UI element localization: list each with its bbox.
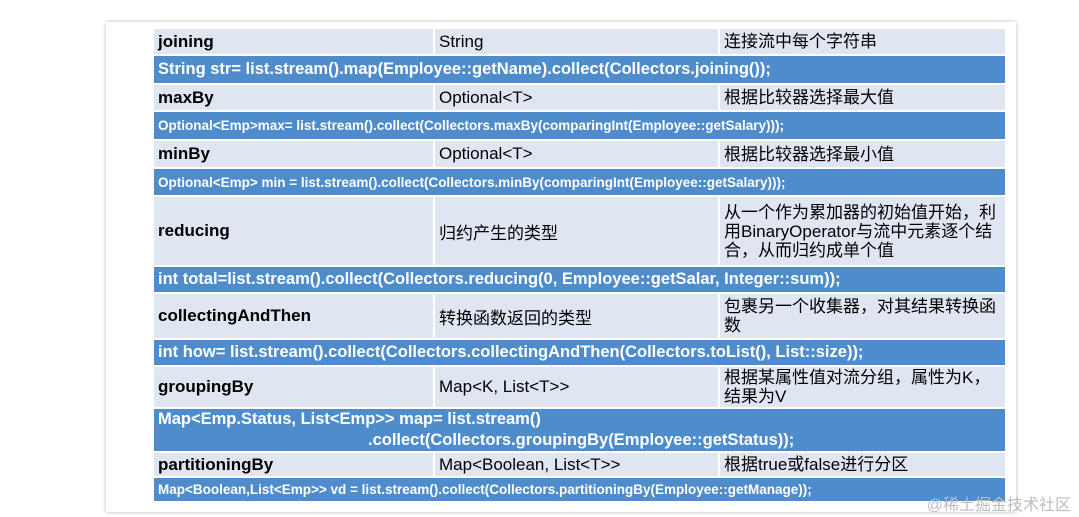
return-type: Optional<T> bbox=[434, 139, 720, 168]
code-line-2: .collect(Collectors.groupingBy(Employee:… bbox=[368, 431, 795, 449]
method-name: collectingAndThen bbox=[154, 292, 435, 339]
code-row: String str= list.stream().map(Employee::… bbox=[154, 54, 1005, 84]
method-name: joining bbox=[154, 27, 435, 55]
collectors-table: joining String 连接流中每个字符串 String str= lis… bbox=[154, 27, 1005, 501]
code-example: Optional<Emp> min = list.stream().collec… bbox=[154, 167, 1005, 196]
table-row: groupingBy Map<K, List<T>> 根据某属性值对流分组，属性… bbox=[154, 365, 1005, 408]
method-name: minBy bbox=[154, 139, 435, 168]
table-row: minBy Optional<T> 根据比较器选择最小值 bbox=[154, 139, 1005, 168]
return-type: 转换函数返回的类型 bbox=[434, 292, 720, 339]
return-type: Optional<T> bbox=[434, 83, 720, 111]
method-name: partitioningBy bbox=[154, 451, 435, 477]
code-row: int how= list.stream().collect(Collector… bbox=[154, 338, 1005, 366]
code-example: Map<Emp.Status, List<Emp>> map= list.str… bbox=[154, 407, 1005, 452]
description: 包裹另一个收集器，对其结果转换函数 bbox=[719, 292, 1005, 339]
description: 连接流中每个字符串 bbox=[719, 27, 1005, 55]
code-example: int total=list.stream().collect(Collecto… bbox=[154, 265, 1005, 293]
return-type: Map<Boolean, List<T>> bbox=[434, 451, 720, 477]
slide: joining String 连接流中每个字符串 String str= lis… bbox=[106, 22, 1016, 512]
code-example: Map<Boolean,List<Emp>> vd = list.stream(… bbox=[154, 476, 1005, 501]
table-row: partitioningBy Map<Boolean, List<T>> 根据t… bbox=[154, 451, 1005, 477]
description: 根据比较器选择最大值 bbox=[719, 83, 1005, 111]
table-row: maxBy Optional<T> 根据比较器选择最大值 bbox=[154, 83, 1005, 111]
return-type: String bbox=[434, 27, 720, 55]
code-line-1: Map<Emp.Status, List<Emp>> map= list.str… bbox=[158, 410, 541, 428]
code-row: Optional<Emp>max= list.stream().collect(… bbox=[154, 110, 1005, 140]
return-type: 归约产生的类型 bbox=[434, 195, 720, 266]
code-row: Map<Boolean,List<Emp>> vd = list.stream(… bbox=[154, 476, 1005, 501]
table-row: joining String 连接流中每个字符串 bbox=[154, 27, 1005, 55]
watermark: @稀土掘金技术社区 bbox=[926, 497, 1071, 514]
table-row: reducing 归约产生的类型 从一个作为累加器的初始值开始，利用Binary… bbox=[154, 195, 1005, 266]
description: 根据比较器选择最小值 bbox=[719, 139, 1005, 168]
method-name: reducing bbox=[154, 195, 435, 266]
method-name: maxBy bbox=[154, 83, 435, 111]
code-row: int total=list.stream().collect(Collecto… bbox=[154, 265, 1005, 293]
code-example: String str= list.stream().map(Employee::… bbox=[154, 54, 1005, 84]
code-row: Map<Emp.Status, List<Emp>> map= list.str… bbox=[154, 407, 1005, 452]
code-example: Optional<Emp>max= list.stream().collect(… bbox=[154, 110, 1005, 140]
code-row: Optional<Emp> min = list.stream().collec… bbox=[154, 167, 1005, 196]
return-type: Map<K, List<T>> bbox=[434, 365, 720, 408]
description: 根据某属性值对流分组，属性为K，结果为V bbox=[719, 365, 1005, 408]
code-example: int how= list.stream().collect(Collector… bbox=[154, 338, 1005, 366]
description: 根据true或false进行分区 bbox=[719, 451, 1005, 477]
table-row: collectingAndThen 转换函数返回的类型 包裹另一个收集器，对其结… bbox=[154, 292, 1005, 339]
method-name: groupingBy bbox=[154, 365, 435, 408]
description: 从一个作为累加器的初始值开始，利用BinaryOperator与流中元素逐个结合… bbox=[719, 195, 1005, 266]
